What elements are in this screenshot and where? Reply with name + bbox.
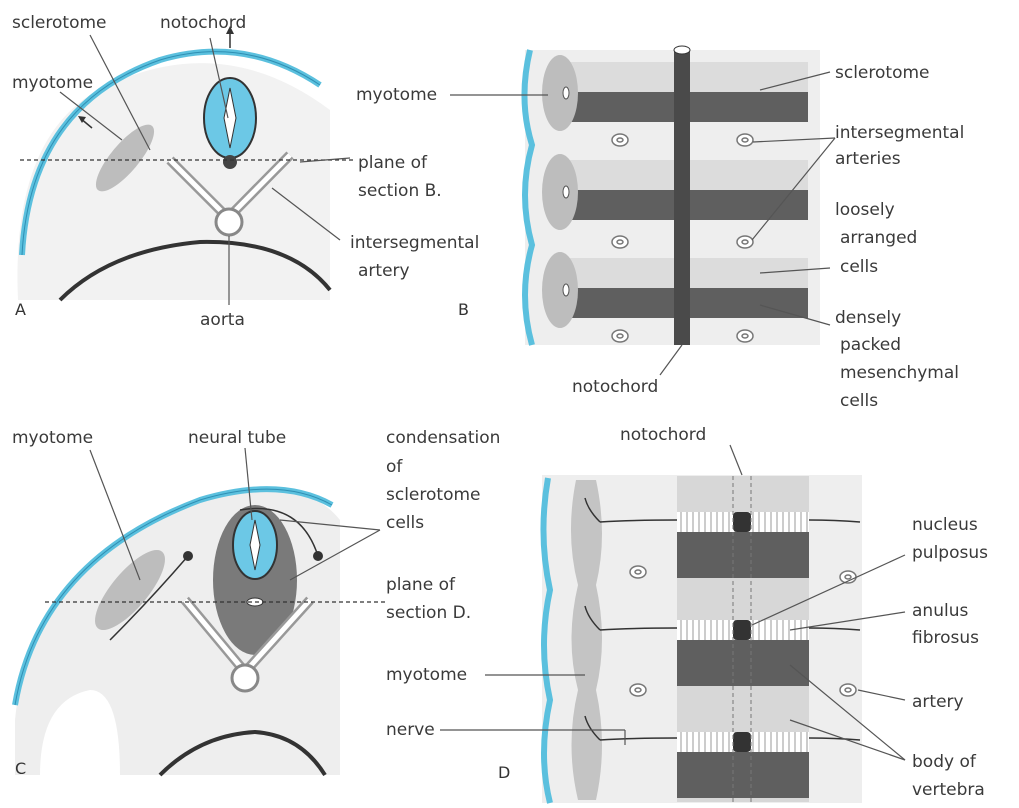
label-notochord-a: notochord: [160, 13, 246, 33]
label-myotome-b: myotome: [356, 85, 437, 105]
label-loose-b-3: cells: [840, 257, 878, 277]
label-isa-a-2: artery: [358, 261, 410, 281]
label-anulus-d-1: anulus: [912, 601, 968, 621]
aorta-c: [232, 665, 258, 691]
panel-d: notochord nucleus pulposus anulus fibros…: [386, 425, 988, 803]
label-aorta-a: aorta: [200, 310, 245, 330]
label-cond-c-3: sclerotome: [386, 485, 481, 505]
label-cond-c-1: condensation: [386, 428, 500, 448]
myotome-d: [571, 480, 602, 800]
label-isa-a-1: intersegmental: [350, 233, 479, 253]
myotome-b-3: [542, 252, 578, 328]
label-plane-c-1: plane of: [386, 575, 456, 595]
label-myotome-d: myotome: [386, 665, 467, 685]
label-dense-b-3: mesenchymal: [840, 363, 959, 383]
panel-b: myotome sclerotome intersegmental arteri…: [356, 46, 964, 411]
label-sclerotome-b: sclerotome: [835, 63, 930, 83]
label-dense-b-1: densely: [835, 308, 901, 328]
panel-letter-a: A: [15, 300, 26, 319]
myotome-b-2: [542, 154, 578, 230]
label-cond-c-2: of: [386, 457, 403, 477]
label-isa-b-1: intersegmental: [835, 123, 964, 143]
label-isa-b-2: arteries: [835, 149, 901, 169]
label-artery-d: artery: [912, 692, 964, 712]
label-body-d-1: body of: [912, 752, 977, 772]
label-nerve-d: nerve: [386, 720, 435, 740]
aorta-a: [216, 209, 242, 235]
label-loose-b-2: arranged: [840, 228, 917, 248]
label-plane-a-2: section B.: [358, 181, 442, 201]
label-nucleus-d-1: nucleus: [912, 515, 978, 535]
label-myotome-c: myotome: [12, 428, 93, 448]
notochord-a: [223, 155, 237, 169]
notochord-b: [674, 50, 690, 345]
panel-a: sclerotome notochord myotome plane of se…: [12, 13, 479, 330]
label-dense-b-4: cells: [840, 391, 878, 411]
label-loose-b-1: loosely: [835, 200, 895, 220]
label-anulus-d-2: fibrosus: [912, 628, 979, 648]
label-plane-c-2: section D.: [386, 603, 471, 623]
panel-letter-b: B: [458, 300, 469, 319]
label-neural-tube-c: neural tube: [188, 428, 286, 448]
label-dense-b-2: packed: [840, 335, 901, 355]
label-notochord-d: notochord: [620, 425, 706, 445]
myotome-b-1: [542, 55, 578, 131]
label-plane-a-1: plane of: [358, 153, 428, 173]
label-myotome-a: myotome: [12, 73, 93, 93]
label-cond-c-4: cells: [386, 513, 424, 533]
panel-letter-c: C: [15, 759, 26, 778]
label-nucleus-d-2: pulposus: [912, 543, 988, 563]
label-sclerotome-a: sclerotome: [12, 13, 107, 33]
panel-letter-d: D: [498, 763, 510, 782]
label-body-d-2: vertebra: [912, 780, 985, 800]
label-notochord-b: notochord: [572, 377, 658, 397]
